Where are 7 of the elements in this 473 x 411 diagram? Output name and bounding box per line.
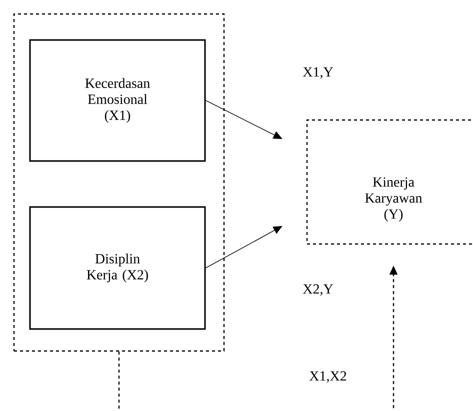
variable-box: Kecerdasan Emosional (X1) [29,39,206,162]
variable-box: Disiplin Kerja (X2) [29,206,206,330]
path-label: X2,Y [302,284,333,296]
group-box [13,13,225,352]
path-label: X1,Y [302,67,333,79]
path-label: X1,X2 [309,371,346,383]
variable-box: Kinerja Karyawan (Y) [306,119,473,245]
